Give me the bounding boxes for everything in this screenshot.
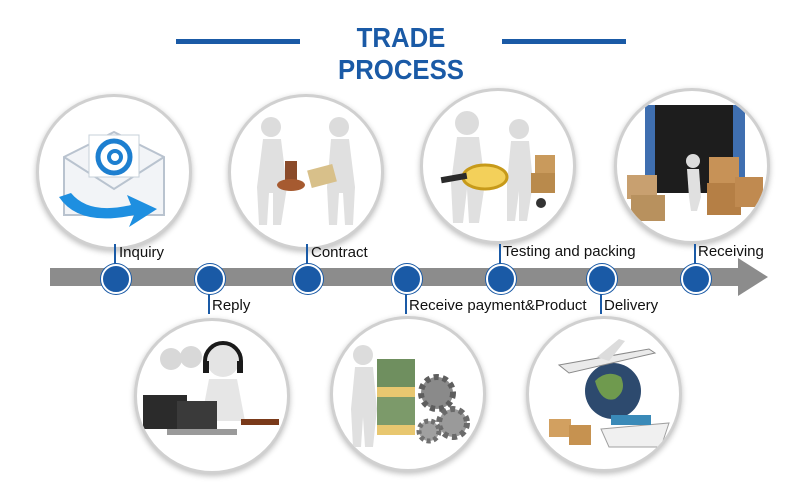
tick-payment [405,284,407,314]
node-inquiry [101,264,131,294]
title-line-left [176,39,300,44]
node-testing [486,264,516,294]
tick-inquiry [114,244,116,270]
step-label-testing: Testing and packing [503,243,636,260]
node-delivery [587,264,617,294]
page-title: TRADE PROCESS [338,22,464,85]
email-at-icon [59,130,165,227]
delivery-image [526,316,682,472]
magnifier-inspection-icon [440,111,555,223]
container-boxes-icon [627,105,763,221]
tick-testing [499,244,501,270]
call-center-icon [143,341,279,435]
step-label-reply: Reply [212,297,251,314]
tick-receiving [694,244,696,270]
step-label-receiving: Receiving [698,243,764,260]
tick-delivery [600,284,602,314]
tick-reply [208,284,210,314]
receiving-image [614,88,770,244]
contract-stamp-icon [257,117,355,225]
node-payment [392,264,422,294]
step-label-payment: Receive payment&Product [409,297,587,314]
node-contract [293,264,323,294]
timeline-arrowhead [738,258,768,296]
step-label-contract: Contract [311,244,368,261]
title-line-right [502,39,626,44]
globe-shipping-icon [549,339,670,448]
money-gears-icon [351,345,470,447]
node-receiving [681,264,711,294]
step-label-inquiry: Inquiry [119,244,165,261]
tick-contract [306,244,308,270]
title-bar: TRADE PROCESS [0,22,800,85]
reply-image [134,318,290,474]
payment-product-image [330,316,486,472]
inquiry-image [36,94,192,250]
node-reply [195,264,225,294]
step-label-delivery: Delivery [604,297,659,314]
testing-packing-image [420,88,576,244]
contract-image [228,94,384,250]
